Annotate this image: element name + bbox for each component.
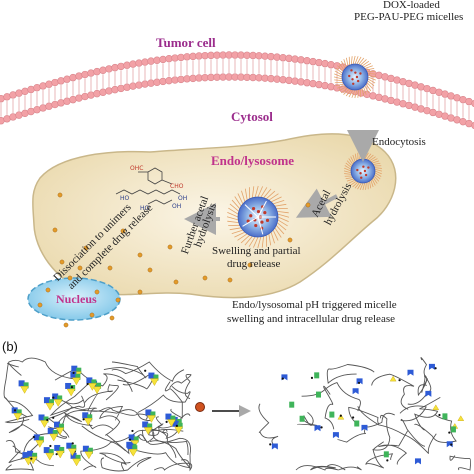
dox-loaded-micelle-icon — [333, 55, 377, 99]
chem-labels: OHC CHO HO OH HO OH — [120, 165, 187, 212]
acetal-hydrolysis-arrow — [295, 188, 338, 218]
cytosol-label: Cytosol — [231, 109, 273, 124]
trigger-molecule-icon — [195, 402, 205, 412]
svg-text:HO: HO — [140, 205, 150, 212]
svg-text:CHO: CHO — [170, 183, 184, 190]
tumor-cell-label: Tumor cell — [156, 35, 216, 50]
network-degraded — [258, 357, 472, 471]
endo-lysosome-label: Endo/lysosome — [211, 153, 295, 168]
caption-line2: swelling and intracellular drug release — [227, 313, 395, 325]
micelle-label-line2: PEG-PAU-PEG micelles — [354, 11, 464, 23]
network-intact — [3, 357, 193, 472]
panel-b-label: (b) — [2, 339, 18, 354]
svg-text:OH: OH — [178, 195, 187, 202]
caption-line1: Endo/lysosomal pH triggered micelle — [232, 299, 397, 311]
svg-text:OHC: OHC — [130, 165, 143, 172]
swelling-label-line2: drug release — [227, 258, 281, 270]
swelling-label-line1: Swelling and partial — [212, 245, 301, 257]
micelle-label-line1: DOX-loaded — [383, 0, 440, 11]
endocytosis-label: Endocytosis — [372, 136, 426, 148]
released-drug-dots — [37, 192, 311, 328]
svg-text:OH: OH — [172, 203, 181, 210]
nucleus-label: Nucleus — [56, 292, 97, 306]
hydrolysis-products-structures — [115, 167, 181, 205]
swollen-micelle-icon — [226, 185, 290, 249]
svg-text:HO: HO — [120, 195, 130, 202]
